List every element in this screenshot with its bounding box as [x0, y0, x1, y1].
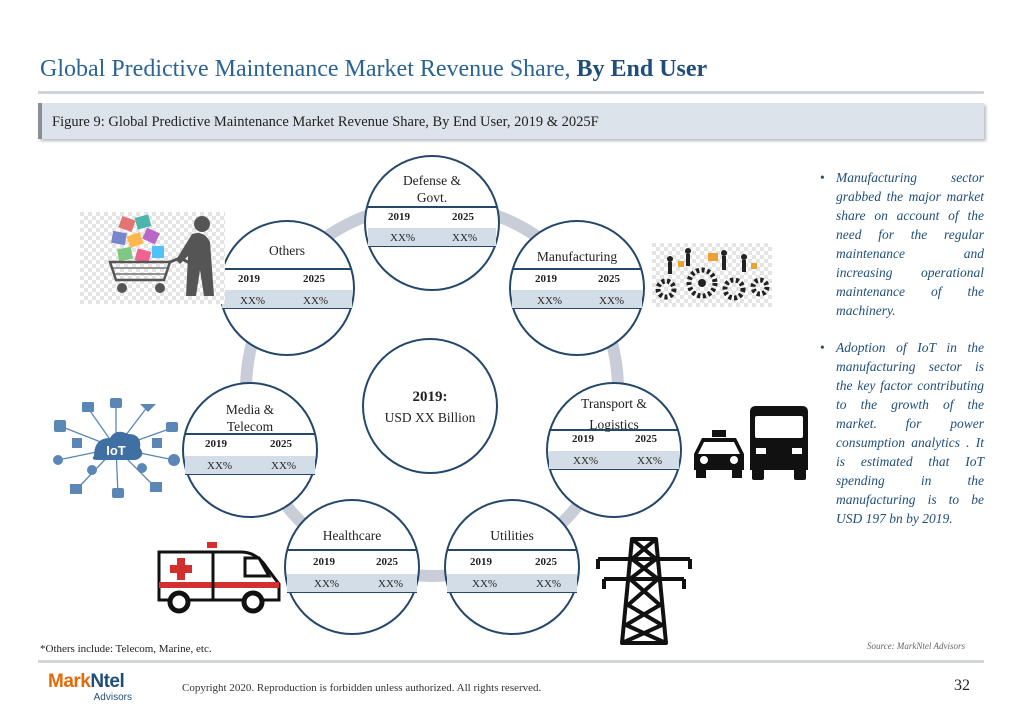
share-value: XX% [303, 295, 329, 307]
year-label: 2019 [470, 556, 492, 568]
share-value: XX% [537, 295, 563, 307]
segment-name: Manufacturing [536, 249, 618, 264]
segment-circle-manufacturing [509, 220, 645, 356]
page-title: Global Predictive Maintenance Market Rev… [40, 56, 708, 82]
segment-name: Transport &Logistics [581, 396, 647, 432]
figure-caption: Figure 9: Global Predictive Maintenance … [52, 114, 599, 130]
segment-name: Media &Telecom [225, 402, 275, 434]
segment-circle-utilities [444, 499, 580, 635]
insight-bullet: Adoption of IoT in the manufacturing sec… [818, 338, 984, 528]
year-label: 2025 [270, 438, 292, 450]
share-value: XX% [536, 578, 562, 590]
segment-name: Utilities [490, 528, 534, 543]
title-divider [38, 91, 984, 94]
source-note: Source: MarkNtel Advisors [867, 641, 965, 651]
segment-name: Healthcare [322, 528, 382, 543]
segment-circle-others [219, 220, 355, 356]
year-label: 2025 [535, 556, 557, 568]
taxi-bus-icon [694, 406, 808, 480]
segment-circle-transport [546, 382, 682, 518]
center-value: USD XX Billion [384, 410, 476, 425]
year-label: 2019 [238, 273, 260, 285]
year-label: 2019 [205, 438, 227, 450]
share-value: XX% [573, 455, 599, 467]
year-label: 2025 [376, 556, 398, 568]
share-value: XX% [452, 232, 478, 244]
year-label: 2019 [572, 433, 594, 445]
company-logo: MarkNtel Advisors [48, 671, 132, 704]
center-title: 2019: [412, 389, 448, 405]
footer-divider [38, 660, 984, 663]
shopping-cart-icon [80, 212, 225, 304]
year-label: 2025 [635, 433, 657, 445]
copyright-text: Copyright 2020. Reproduction is forbidde… [182, 682, 542, 694]
ambulance-icon [157, 542, 281, 614]
share-value: XX% [240, 295, 266, 307]
figure-caption-bar: Figure 9: Global Predictive Maintenance … [38, 103, 984, 139]
share-value: XX% [637, 455, 663, 467]
share-value: XX% [472, 578, 498, 590]
segment-circle-healthcare [284, 499, 420, 635]
year-label: 2019 [313, 556, 335, 568]
iot-network-icon: IoT [53, 398, 180, 498]
year-label: 2025 [452, 211, 474, 223]
page-number: 32 [954, 677, 970, 694]
segment-name: Defense &Govt. [402, 173, 462, 205]
share-value: XX% [271, 460, 297, 472]
insight-bullet: Manufacturing sector grabbed the major m… [818, 168, 984, 320]
segment-circle-defense [364, 155, 500, 291]
segment-name: Others [269, 243, 305, 258]
svg-text:IoT: IoT [106, 443, 126, 458]
share-value: XX% [314, 578, 340, 590]
year-label: 2025 [598, 273, 620, 285]
year-label: 2019 [535, 273, 557, 285]
gears-workers-icon [652, 243, 772, 307]
share-value: XX% [207, 460, 233, 472]
footnote: *Others include: Telecom, Marine, etc. [40, 643, 212, 655]
share-value: XX% [390, 232, 416, 244]
share-value: XX% [599, 295, 625, 307]
center-circle [362, 338, 498, 474]
share-value: XX% [378, 578, 404, 590]
year-label: 2019 [388, 211, 410, 223]
power-tower-icon [596, 537, 692, 645]
year-label: 2025 [303, 273, 325, 285]
key-insights: Manufacturing sector grabbed the major m… [818, 168, 984, 546]
segment-circle-media [182, 382, 318, 518]
